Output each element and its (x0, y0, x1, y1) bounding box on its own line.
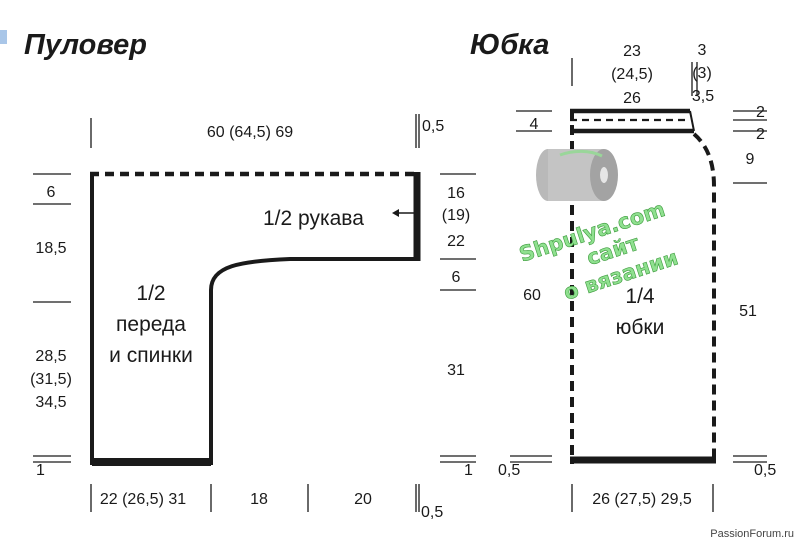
sleeve-label: 1/2 рукава (263, 207, 364, 230)
skirt-label-1: 1/4 (625, 285, 655, 308)
dim-top-right: 0,5 (422, 118, 444, 135)
dim-left-6: 6 (47, 184, 56, 201)
dim-skirt-left-4: 4 (530, 116, 539, 133)
dim-skirt-right-2b: 2 (756, 126, 765, 143)
dim-right-6: 6 (452, 269, 461, 286)
yarn-spool-icon (536, 149, 618, 201)
watermark: Shpulya.com сайт о вязании (516, 197, 682, 305)
sleeve-underside (209, 257, 418, 291)
dim-skirt-bottom: 26 (27,5) 29,5 (592, 491, 692, 508)
pullover-dimension-ticks (33, 114, 476, 512)
sleeve-arrow (392, 209, 414, 217)
dim-bottom-18: 18 (250, 491, 268, 508)
skirt-label-2: юбки (616, 316, 665, 339)
site-credit: PassionForum.ru (710, 528, 794, 540)
dim-skirt-right-2a: 2 (756, 104, 765, 121)
dim-top-3-5: 3,5 (692, 88, 714, 105)
dim-skirt-left-60: 60 (523, 287, 541, 304)
skirt-title: Юбка (470, 29, 549, 61)
dim-bottom-0-5: 0,5 (421, 504, 443, 521)
dim-top-3: 3 (698, 42, 707, 59)
dim-left-31-5: (31,5) (30, 371, 72, 388)
dim-skirt-right-51: 51 (739, 303, 757, 320)
dim-top-23: 23 (623, 43, 641, 60)
dim-right-16: 16 (447, 185, 465, 202)
dim-right-1: 1 (464, 462, 473, 479)
dim-skirt-right-0-5: 0,5 (754, 462, 776, 479)
dim-left-18-5: 18,5 (35, 240, 66, 257)
dim-bottom-20: 20 (354, 491, 372, 508)
waistband-side (689, 110, 695, 132)
dim-top-width: 60 (64,5) 69 (207, 124, 293, 141)
corner-accent (0, 30, 7, 44)
dim-right-22: 22 (447, 233, 465, 250)
dim-top-24-5: (24,5) (611, 66, 653, 83)
dim-top-26: 26 (623, 90, 641, 107)
dim-skirt-right-9: 9 (746, 151, 755, 168)
skirt-side-edge (692, 132, 716, 460)
dim-left-1: 1 (36, 462, 45, 479)
body-label-2: переда (116, 313, 186, 336)
dim-skirt-left-0-5: 0,5 (498, 462, 520, 479)
dim-right-19: (19) (442, 207, 470, 224)
pullover-title: Пуловер (24, 29, 147, 61)
pullover-shape (90, 171, 421, 466)
dim-left-28-5: 28,5 (35, 348, 66, 365)
dim-right-31: 31 (447, 362, 465, 379)
dim-top-3p: (3) (692, 65, 712, 82)
skirt-dimension-ticks (510, 58, 767, 512)
skirt-shape (570, 108, 716, 464)
dim-bottom-22: 22 (26,5) 31 (100, 491, 186, 508)
body-label-1: 1/2 (136, 282, 165, 305)
dim-left-34-5: 34,5 (35, 394, 66, 411)
body-label-3: и спинки (109, 344, 193, 367)
